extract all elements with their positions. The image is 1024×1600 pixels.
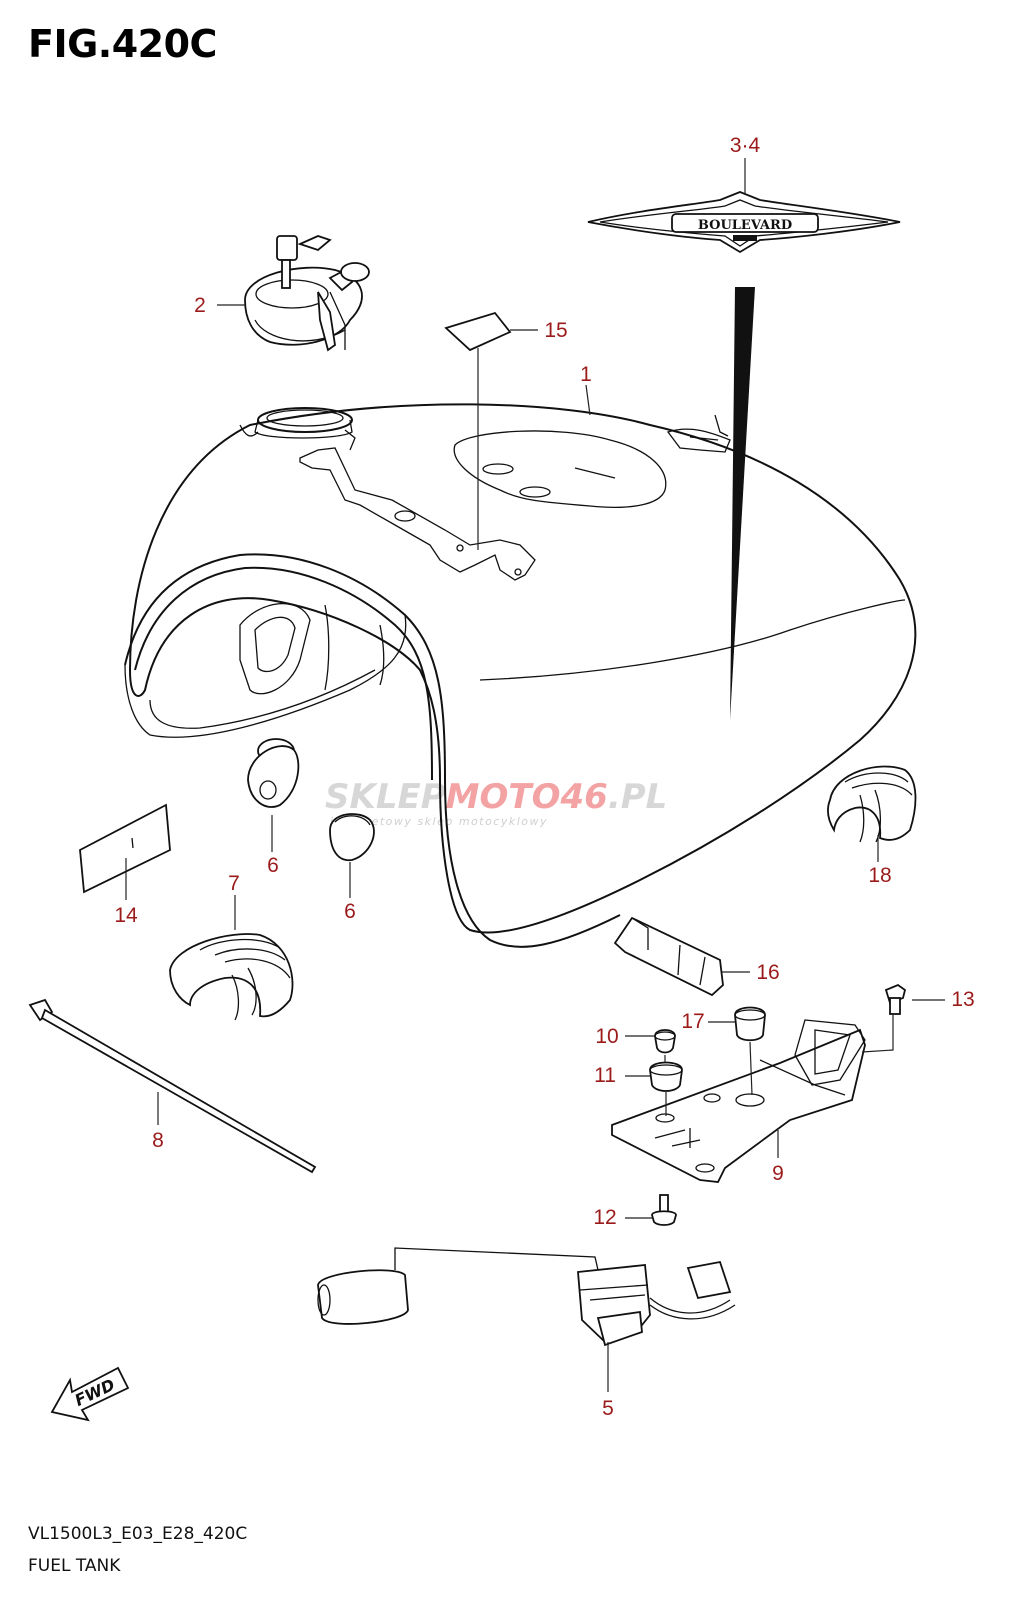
callout-18: 18 [868, 864, 891, 887]
emblem-text: BOULEVARD [698, 218, 792, 233]
screw-12 [651, 1194, 677, 1226]
rubber-damper [169, 933, 294, 1021]
watermark-brand: SKLEPMOTO46.PL [325, 777, 667, 817]
watermark-tagline: internetowy sklep motocyklowy [330, 815, 548, 828]
collar-10 [654, 1029, 676, 1054]
callout-11: 11 [594, 1064, 616, 1087]
bolt-13 [884, 983, 907, 1015]
warning-label [79, 803, 171, 894]
cushion-ring [247, 738, 300, 808]
boulevard-emblem: BOULEVARD [587, 191, 901, 254]
figure-caption: FUEL TANK [28, 1556, 121, 1576]
leader-lines [125, 158, 945, 1392]
callout-6b: 6 [344, 900, 356, 923]
bracket-9 [611, 1019, 866, 1183]
callout-7: 7 [228, 872, 240, 895]
callout-5: 5 [602, 1397, 614, 1420]
callout-13: 13 [951, 988, 974, 1011]
callout-1: 1 [580, 363, 592, 386]
cushion-block [613, 916, 724, 997]
cable-tie [28, 998, 317, 1174]
callout-2: 2 [194, 294, 206, 317]
callout-8: 8 [152, 1129, 164, 1152]
callout-16: 16 [756, 961, 779, 984]
callout-14: 14 [114, 904, 138, 927]
fuel-cap [244, 235, 370, 352]
callout-9: 9 [772, 1162, 784, 1185]
figure-title: FIG.420C [28, 22, 217, 66]
callout-3-4: 3·4 [730, 134, 761, 157]
callout-10: 10 [595, 1025, 618, 1048]
figure-code: VL1500L3_E03_E28_420C [28, 1524, 248, 1544]
fwd-arrow-icon: FWD [50, 1366, 130, 1422]
callout-12: 12 [593, 1206, 616, 1229]
label-decal [444, 311, 512, 352]
fuel-level-gauge [317, 1247, 736, 1347]
callout-15: 15 [544, 319, 567, 342]
rubber-damper-rear [827, 765, 917, 843]
callout-6a: 6 [267, 854, 279, 877]
cushion-cap [329, 813, 375, 862]
grommet-11 [649, 1061, 683, 1092]
fuel-tank [124, 403, 917, 948]
callout-17: 17 [681, 1010, 704, 1033]
watermark: SKLEPMOTO46.PL internetowy sklep motocyk… [325, 777, 667, 828]
callouts: 2 3·4 15 1 6 6 7 14 18 16 13 17 10 11 8 … [114, 134, 974, 1420]
cushion-17 [734, 1006, 766, 1042]
stripe-decal [730, 287, 755, 720]
